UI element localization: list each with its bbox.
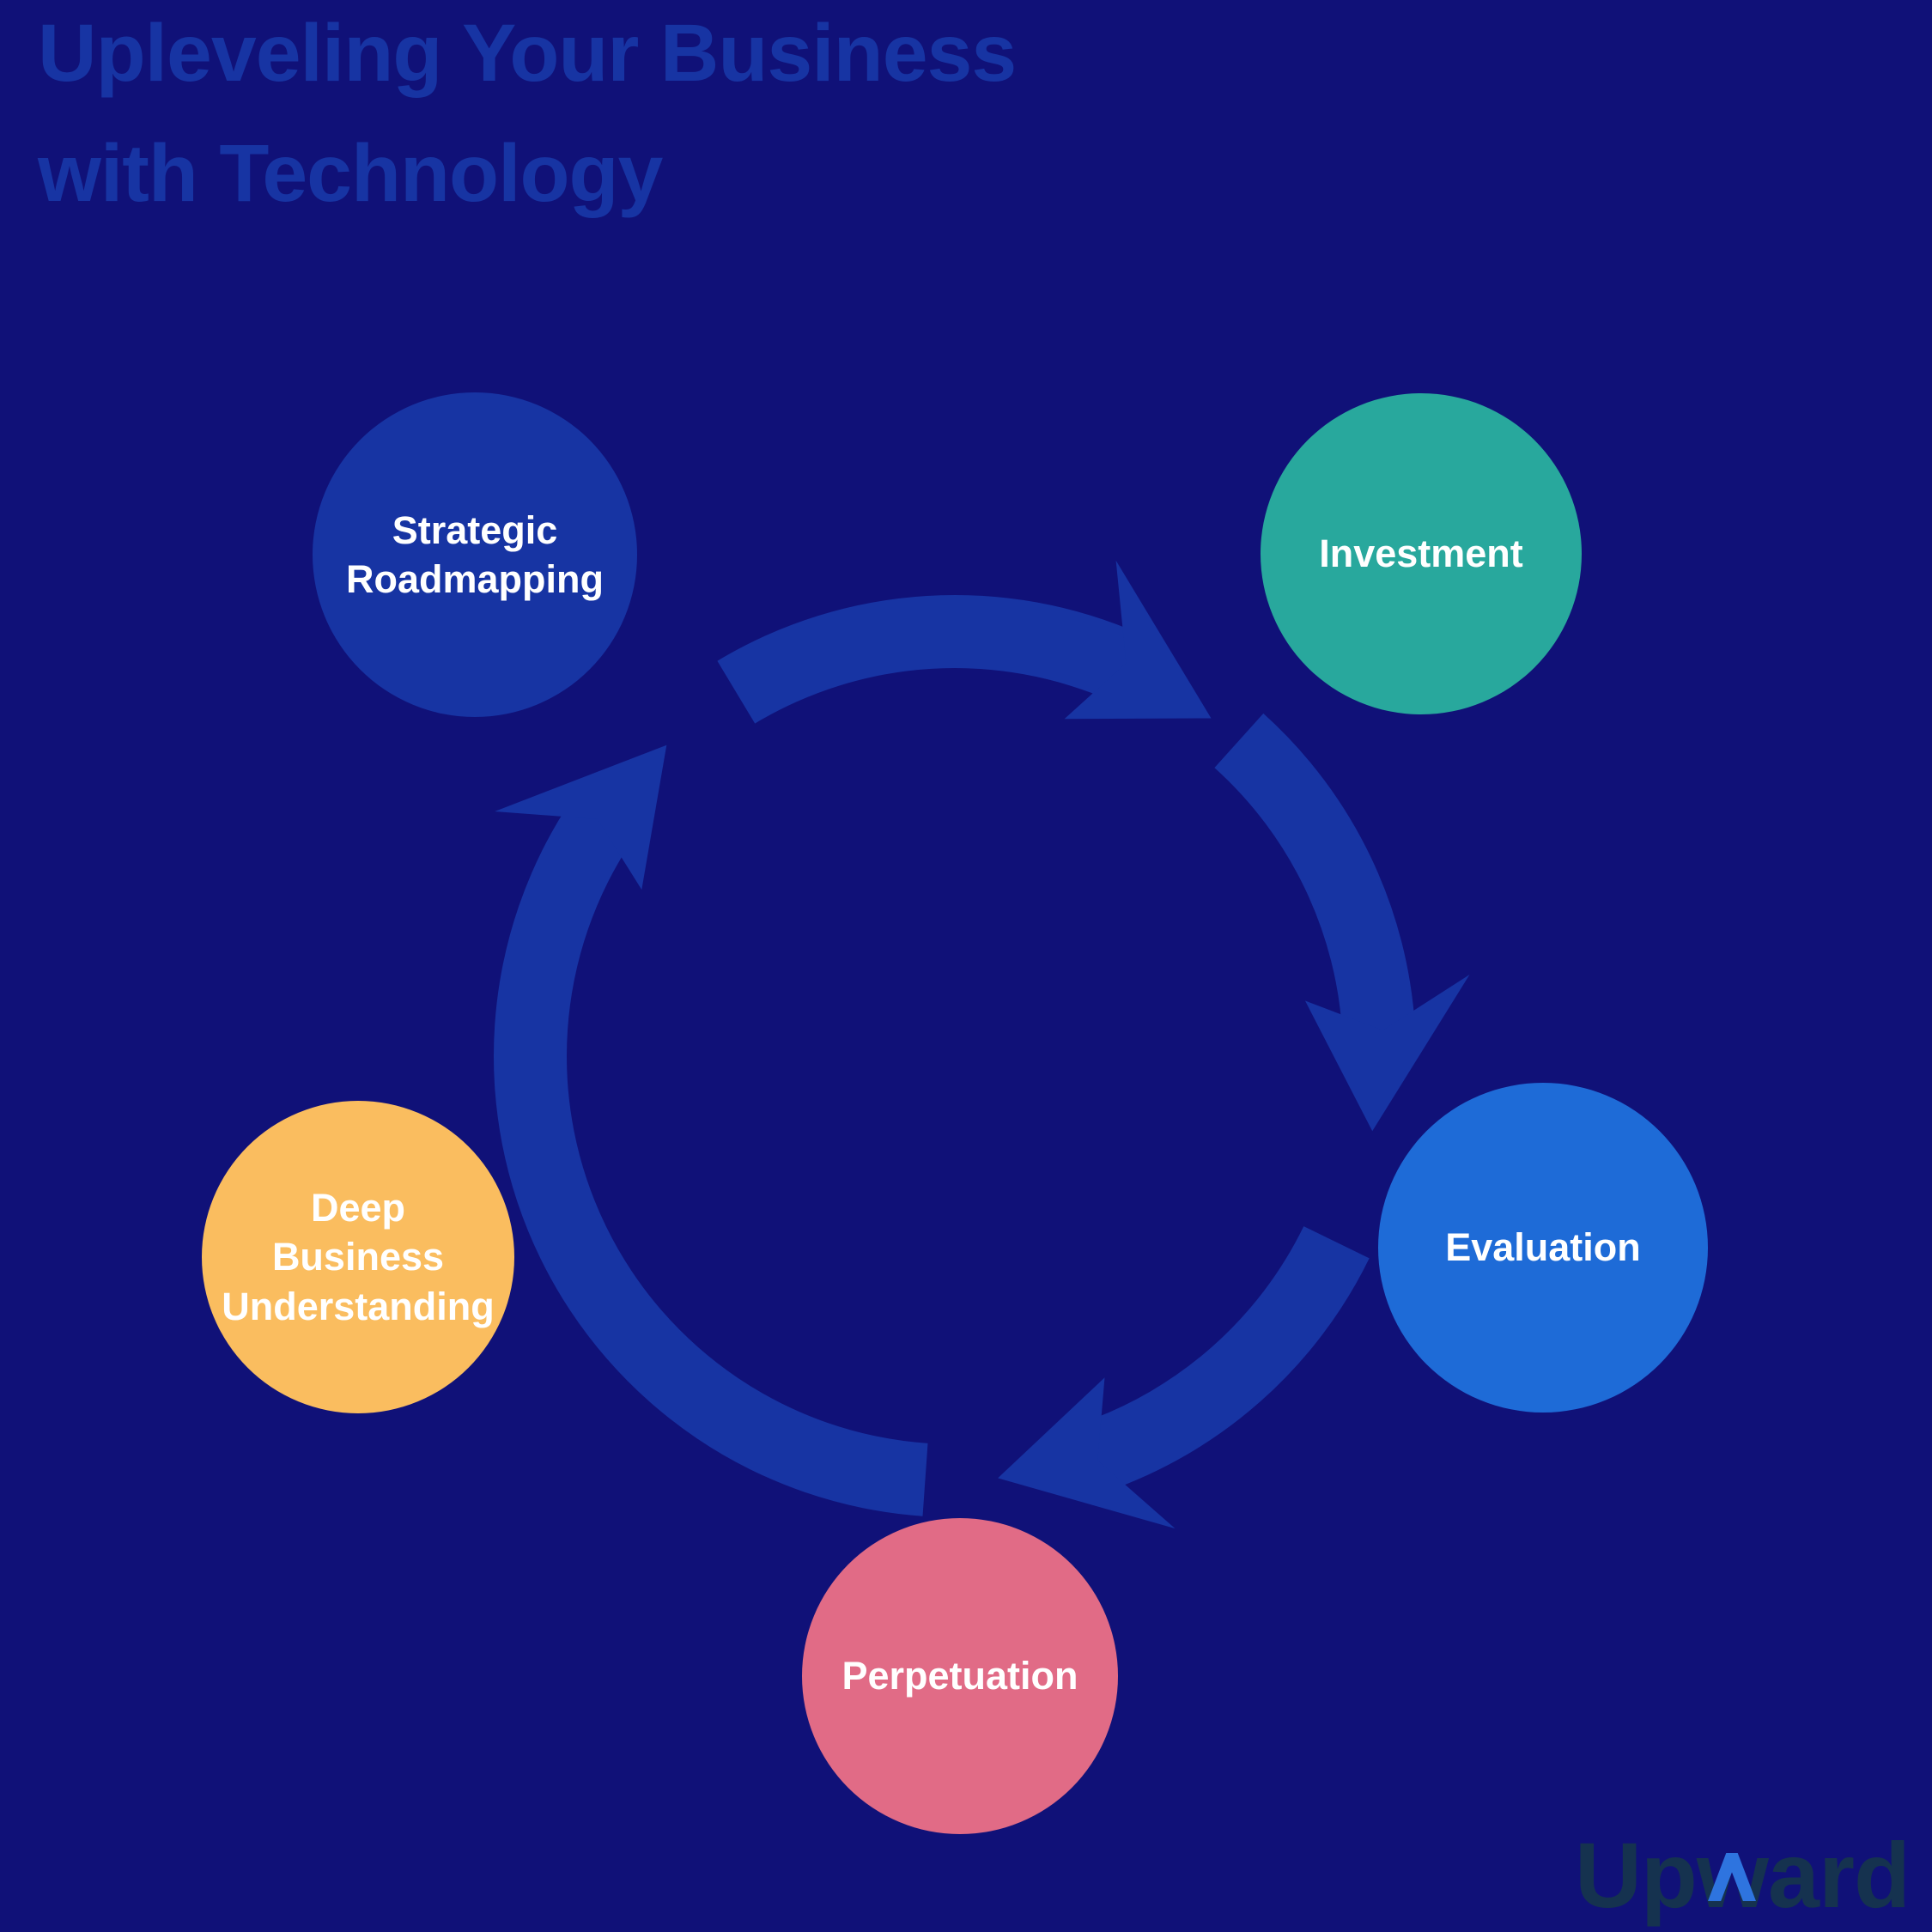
node-label-line: Perpetuation xyxy=(841,1654,1078,1698)
node-label: Deep Business Understanding xyxy=(222,1183,495,1330)
node-perpetuation: Perpetuation xyxy=(802,1518,1118,1834)
cycle-arrow-right-band xyxy=(1214,713,1416,1036)
page-title-line-1: Upleveling Your Business xyxy=(38,8,1017,99)
node-label-line: Investment xyxy=(1319,532,1523,576)
node-label-line: Roadmapping xyxy=(346,557,604,601)
node-label-line: Business xyxy=(271,1235,445,1279)
node-label-line: Evaluation xyxy=(1445,1225,1641,1270)
logo-text-suffix: ard xyxy=(1767,1822,1911,1927)
logo-letter-w: w xyxy=(1696,1822,1769,1929)
logo-text-w: w xyxy=(1696,1822,1769,1927)
upward-caret-icon xyxy=(1708,1853,1757,1901)
node-label: Strategic Roadmapping xyxy=(346,506,604,604)
node-strategic-roadmapping: Strategic Roadmapping xyxy=(313,392,637,717)
node-label: Perpetuation xyxy=(841,1651,1078,1700)
node-label-line: Understanding xyxy=(222,1284,495,1328)
node-label: Evaluation xyxy=(1445,1223,1641,1272)
node-label: Investment xyxy=(1319,529,1523,578)
node-evaluation: Evaluation xyxy=(1378,1083,1708,1413)
page-title: Upleveling Your Business with Technology xyxy=(38,0,1017,234)
cycle-arrow-top-band xyxy=(717,594,1143,724)
cycle-arrow-bottom-head xyxy=(998,1377,1176,1529)
cycle-arrow-left-band xyxy=(493,798,928,1516)
cycle-arrow-left-head xyxy=(495,744,667,890)
cycle-arrow-right-head xyxy=(1304,975,1470,1132)
cycle-arrow-top-head xyxy=(1064,560,1212,720)
node-label-line: Strategic xyxy=(392,507,558,552)
page-title-line-2: with Technology xyxy=(38,128,663,219)
node-investment: Investment xyxy=(1261,393,1582,714)
node-deep-business-understanding: Deep Business Understanding xyxy=(202,1101,514,1413)
cycle-arrow-bottom-band xyxy=(1081,1226,1370,1492)
node-label-line: Deep xyxy=(310,1186,406,1230)
logo-text-prefix: Up xyxy=(1574,1822,1698,1927)
